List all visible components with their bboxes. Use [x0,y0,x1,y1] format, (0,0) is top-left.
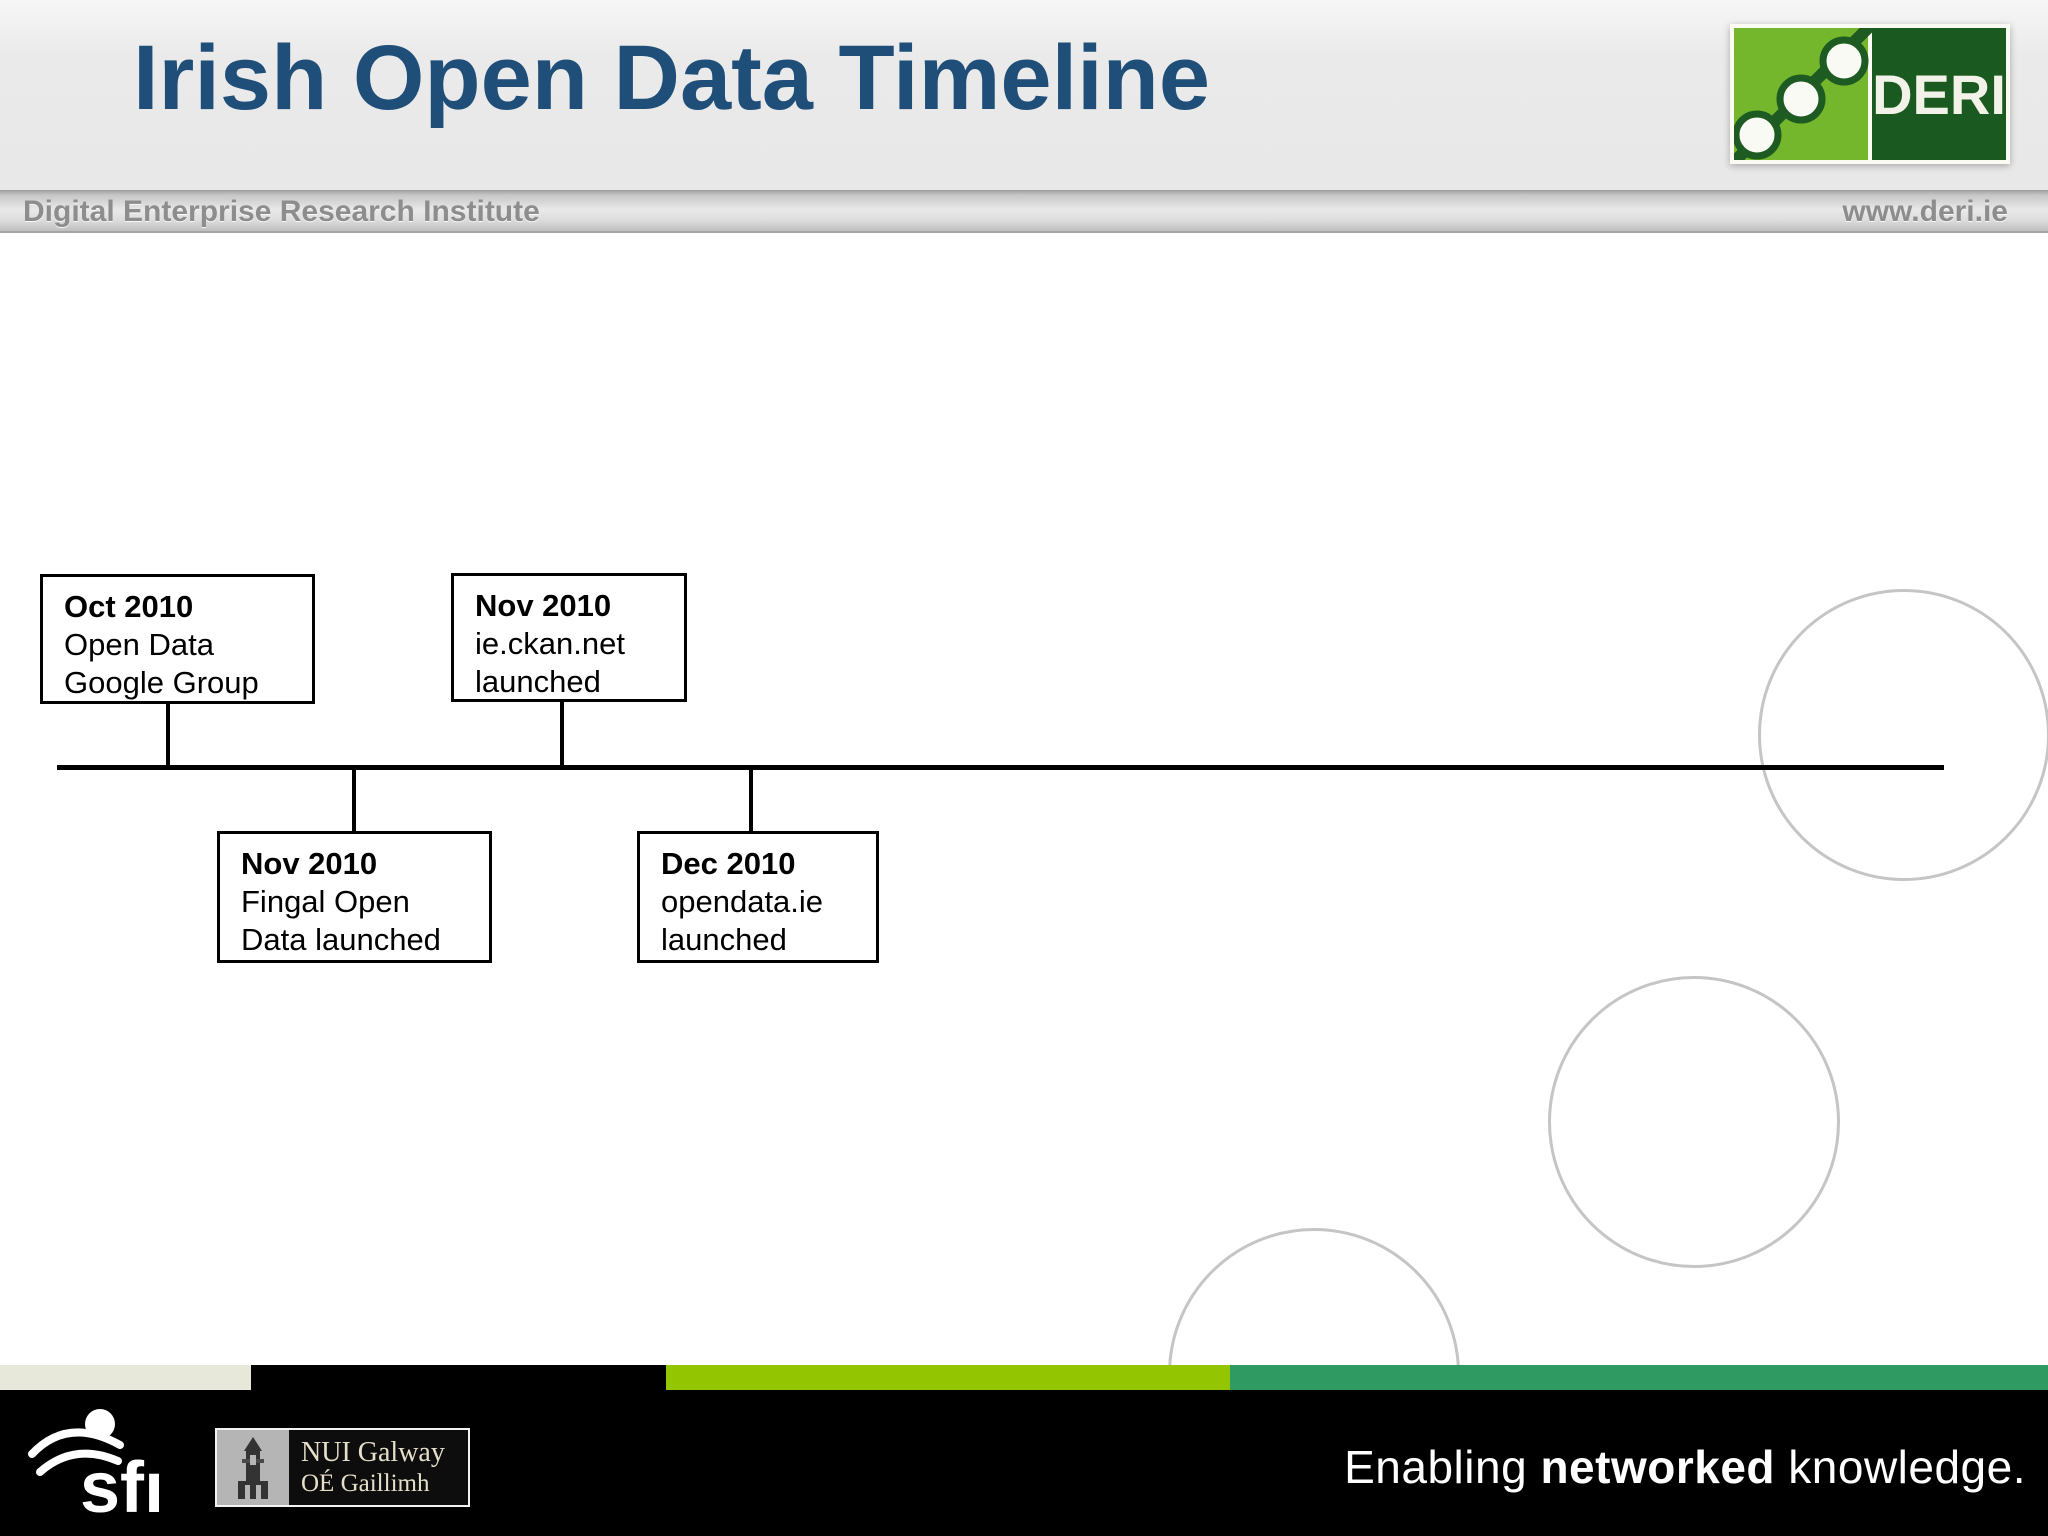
stripe-segment-teal [1230,1365,2048,1390]
sfi-swimmer-icon: sfı [28,1409,164,1528]
event-line: opendata.ie [661,884,824,919]
connector-event-1 [166,704,170,767]
deri-wordmark-bg [1872,28,2006,160]
stripe-segment-black [251,1365,666,1390]
sfi-logo: sfı [28,1398,168,1528]
deri-logo: DERI [1721,15,2010,175]
nui-tower-icon [217,1430,289,1505]
footer: sfı NUI Galway OÉ Gaillimh [0,1390,2048,1536]
stripe-segment-green [666,1365,1230,1390]
event-box-dec-2010: Dec 2010 opendata.ie launched [637,831,879,963]
institute-band: Digital Enterprise Research Institute ww… [0,190,2048,233]
event-line: ie.ckan.net [475,626,625,661]
stripe-segment-cream [0,1365,251,1390]
tagline-post: knowledge. [1775,1441,2026,1493]
connector-event-4 [749,768,753,832]
event-box-oct-2010: Oct 2010 Open Data Google Group [40,574,315,704]
event-date: Nov 2010 [475,588,612,623]
decorative-circle-1 [1758,589,2048,881]
connector-event-2 [560,702,564,767]
tagline-pre: Enabling [1344,1441,1541,1493]
event-date: Nov 2010 [241,846,378,881]
website-url: www.deri.ie [1842,195,2008,228]
decorative-circle-2 [1548,976,1840,1268]
event-line: launched [475,664,601,699]
nui-galway-text: NUI Galway OÉ Gaillimh [289,1430,468,1505]
event-date: Oct 2010 [64,589,194,624]
connector-event-3 [352,768,356,832]
timeline-canvas: Oct 2010 Open Data Google Group Nov 2010… [0,233,2048,1520]
footer-tagline: Enabling networked knowledge. [1344,1440,2026,1494]
timeline-axis [57,765,1944,770]
tagline-bold: networked [1540,1441,1775,1493]
event-date: Dec 2010 [661,846,796,881]
nui-line-2: OÉ Gaillimh [301,1470,430,1497]
event-line: Fingal Open [241,884,410,919]
event-line: launched [661,922,787,957]
event-line: Open Data [64,627,214,662]
event-box-nov-2010-fingal: Nov 2010 Fingal Open Data launched [217,831,492,963]
deri-chain-icon [1721,15,1881,175]
nui-line-1: NUI Galway [301,1437,445,1468]
event-line: Data launched [241,922,441,957]
deri-logo-graphic: DERI [1721,15,2006,175]
deri-wordmark: DERI [1872,63,2006,126]
event-line: Google Group [64,665,259,700]
footer-stripe [0,1365,2048,1390]
institute-name: Digital Enterprise Research Institute [23,195,540,228]
event-box-nov-2010-ckan: Nov 2010 ie.ckan.net launched [451,573,687,702]
slide-header: Irish Open Data Timeline DERI [0,0,2048,190]
sfi-wordmark: sfı [80,1448,164,1520]
nui-galway-logo: NUI Galway OÉ Gaillimh [215,1428,470,1507]
page-title: Irish Open Data Timeline [133,27,1211,129]
